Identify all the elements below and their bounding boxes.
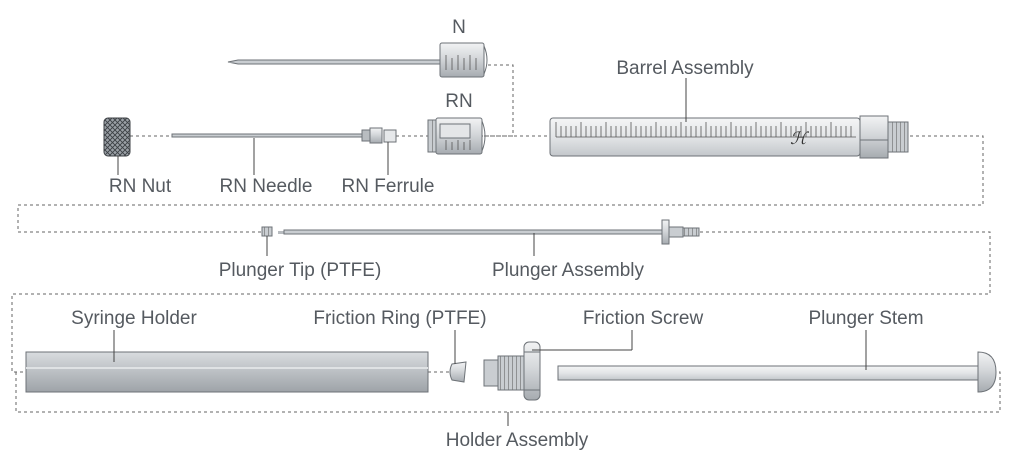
connector-lines <box>11 64 1001 413</box>
label-rn-needle: RN Needle <box>220 176 313 197</box>
part-labels: N RN Barrel Assembly RN Nut RN Needle RN… <box>71 17 923 451</box>
label-plunger-tip: Plunger Tip (PTFE) <box>219 260 382 281</box>
rn-needle-part <box>171 127 383 144</box>
label-plunger-stem: Plunger Stem <box>808 308 923 329</box>
label-syringe-holder: Syringe Holder <box>71 308 197 329</box>
barrel-part: ℋ <box>549 115 909 159</box>
h-logo-icon: ℋ <box>790 129 810 149</box>
n-needle <box>227 42 488 78</box>
label-rn: RN <box>445 91 472 112</box>
friction-ring-part <box>449 361 467 383</box>
label-friction-screw: Friction Screw <box>583 308 704 329</box>
label-friction-ring: Friction Ring (PTFE) <box>313 308 486 329</box>
rn-ferrule-part <box>383 129 397 143</box>
rn-nut-part <box>103 117 131 157</box>
friction-screw-part <box>483 341 541 401</box>
plunger-tip-part <box>261 226 273 237</box>
label-holder-assembly: Holder Assembly <box>446 430 589 451</box>
plunger-stem-part <box>557 351 997 393</box>
label-rn-ferrule: RN Ferrule <box>342 176 435 197</box>
plunger-assembly-part <box>278 219 700 245</box>
label-n: N <box>452 17 466 38</box>
leader-lines <box>113 78 867 426</box>
syringe-holder-part <box>25 351 429 393</box>
rn-hub <box>427 117 486 155</box>
label-rn-nut: RN Nut <box>109 176 172 197</box>
label-barrel-assembly: Barrel Assembly <box>616 58 754 79</box>
label-plunger-assembly: Plunger Assembly <box>492 260 645 281</box>
